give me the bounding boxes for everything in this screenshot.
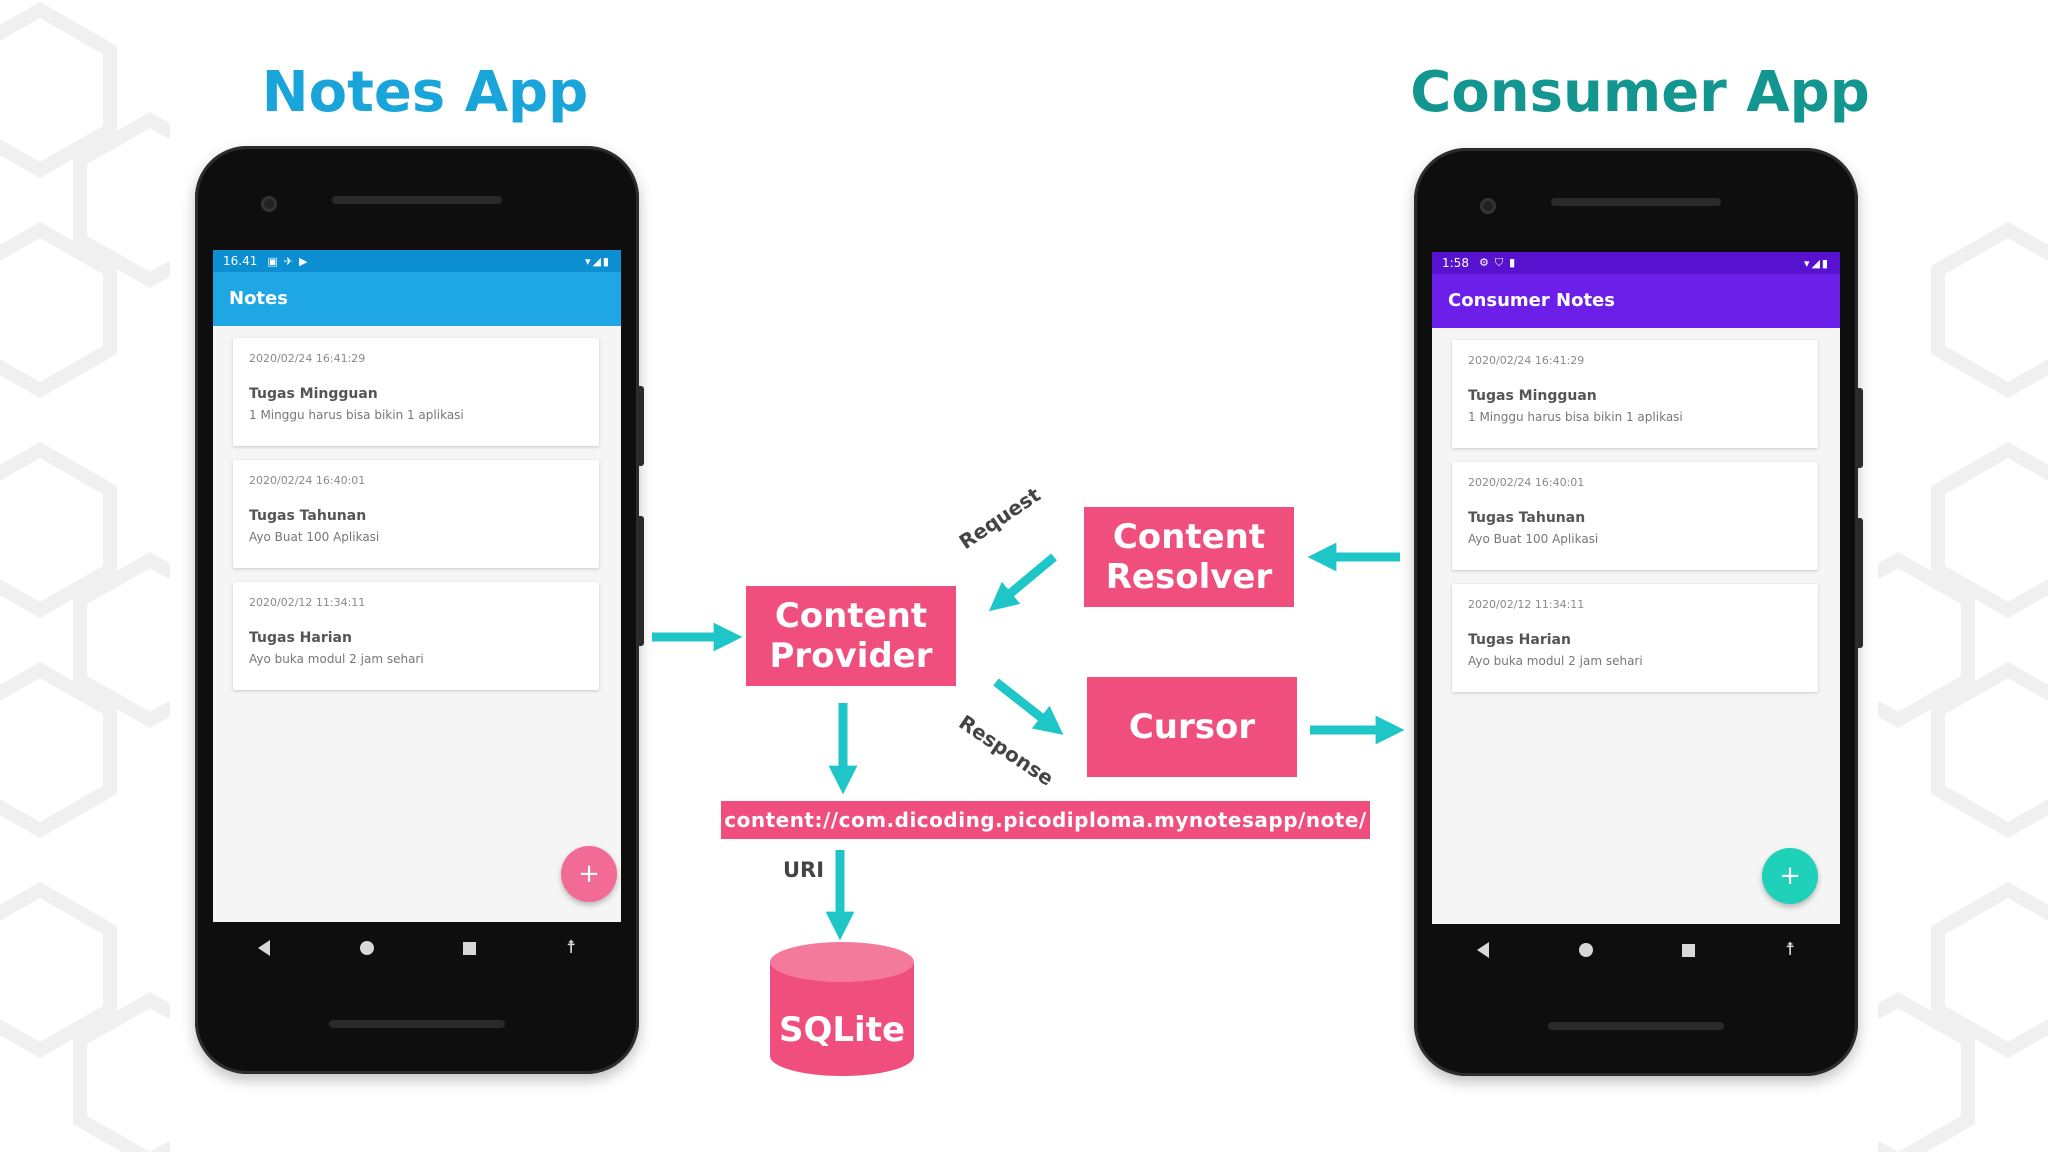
- note-title: Tugas Mingguan: [249, 386, 378, 402]
- back-icon[interactable]: [257, 940, 270, 956]
- recent-apps-icon[interactable]: [1682, 943, 1696, 957]
- note-description: Ayo Buat 100 Aplikasi: [1468, 532, 1599, 546]
- note-card[interactable]: 2020/02/24 16:41:29 Tugas Mingguan 1 Min…: [1452, 340, 1818, 448]
- note-date: 2020/02/24 16:40:01: [1468, 476, 1585, 489]
- note-card[interactable]: 2020/02/24 16:41:29 Tugas Mingguan 1 Min…: [233, 338, 599, 446]
- front-camera: [261, 196, 277, 212]
- bottom-speaker: [1548, 1022, 1724, 1030]
- status-time: 1:58: [1442, 256, 1469, 270]
- back-icon[interactable]: [1476, 942, 1489, 958]
- note-description: 1 Minggu harus bisa bikin 1 aplikasi: [249, 408, 464, 422]
- consumer-phone: 1:58 ⚙⛉▮ ▾◢▮ Consumer Notes 2020/02/24 1…: [1414, 148, 1863, 1076]
- note-card[interactable]: 2020/02/24 16:40:01 Tugas Tahunan Ayo Bu…: [233, 460, 599, 568]
- note-card[interactable]: 2020/02/24 16:40:01 Tugas Tahunan Ayo Bu…: [1452, 462, 1818, 570]
- accessibility-icon[interactable]: ☨: [1785, 939, 1796, 960]
- home-icon[interactable]: [359, 941, 374, 955]
- uri-box: content://com.dicoding.picodiploma.mynot…: [721, 801, 1370, 839]
- content-provider-label: Content Provider: [769, 596, 933, 676]
- signal-battery-icon: ▾◢▮: [1803, 256, 1830, 270]
- content-provider-box: Content Provider: [746, 586, 956, 686]
- content-resolver-box: Content Resolver: [1084, 507, 1294, 607]
- front-camera: [1480, 198, 1496, 214]
- note-list: 2020/02/24 16:41:29 Tugas Mingguan 1 Min…: [233, 338, 599, 704]
- note-description: Ayo Buat 100 Aplikasi: [249, 530, 380, 544]
- hexagon-pattern-left: [0, 1, 170, 1152]
- navigation-bar: ☨: [213, 922, 621, 974]
- note-title: Tugas Harian: [1468, 632, 1571, 648]
- consumer-app-title: Consumer App: [1410, 60, 1870, 125]
- navigation-bar: ☨: [1432, 924, 1840, 976]
- status-bar: 16.41 ▣✈▶ ▾◢▮: [213, 250, 621, 272]
- recent-apps-icon[interactable]: [463, 941, 477, 955]
- hexagon-pattern-right: [1878, 221, 2048, 1152]
- note-title: Tugas Mingguan: [1468, 388, 1597, 404]
- arrow-response: [993, 678, 1064, 735]
- earpiece-speaker: [332, 196, 502, 204]
- add-note-button[interactable]: +: [561, 846, 617, 902]
- note-date: 2020/02/24 16:41:29: [1468, 354, 1585, 367]
- notes-phone: 16.41 ▣✈▶ ▾◢▮ Notes 2020/02/24 16:41:29 …: [195, 146, 644, 1074]
- signal-battery-icon: ▾◢▮: [584, 254, 611, 268]
- content-resolver-label: Content Resolver: [1105, 517, 1273, 597]
- note-description: 1 Minggu harus bisa bikin 1 aplikasi: [1468, 410, 1683, 424]
- note-date: 2020/02/24 16:41:29: [249, 352, 366, 365]
- sqlite-label: SQLite: [778, 1010, 906, 1050]
- note-date: 2020/02/12 11:34:11: [1468, 598, 1585, 611]
- arrow-request: [988, 553, 1057, 612]
- uri-label: URI: [783, 858, 825, 882]
- request-label: Request: [954, 482, 1045, 554]
- note-card[interactable]: 2020/02/12 11:34:11 Tugas Harian Ayo buk…: [1452, 584, 1818, 692]
- volume-button: [1858, 518, 1863, 648]
- volume-button: [639, 516, 644, 646]
- uri-text: content://com.dicoding.picodiploma.mynot…: [724, 808, 1367, 832]
- cursor-box: Cursor: [1087, 677, 1297, 777]
- note-description: Ayo buka modul 2 jam sehari: [1468, 654, 1643, 668]
- consumer-screen: 1:58 ⚙⛉▮ ▾◢▮ Consumer Notes 2020/02/24 1…: [1432, 252, 1840, 924]
- note-title: Tugas Tahunan: [1468, 510, 1586, 526]
- note-card[interactable]: 2020/02/12 11:34:11 Tugas Harian Ayo buk…: [233, 582, 599, 690]
- notes-app-title: Notes App: [261, 60, 589, 125]
- home-icon[interactable]: [1578, 943, 1593, 957]
- app-bar: Notes: [213, 272, 621, 326]
- cursor-label: Cursor: [1128, 707, 1256, 747]
- earpiece-speaker: [1551, 198, 1721, 206]
- notes-screen: 16.41 ▣✈▶ ▾◢▮ Notes 2020/02/24 16:41:29 …: [213, 250, 621, 922]
- status-time: 16.41: [223, 254, 258, 268]
- app-bar-title: Notes: [229, 288, 288, 309]
- note-title: Tugas Harian: [249, 630, 352, 646]
- response-label: Response: [954, 710, 1059, 791]
- app-bar-title: Consumer Notes: [1448, 290, 1615, 311]
- add-note-button[interactable]: +: [1762, 848, 1818, 904]
- status-bar: 1:58 ⚙⛉▮ ▾◢▮: [1432, 252, 1840, 274]
- note-date: 2020/02/12 11:34:11: [249, 596, 366, 609]
- bottom-speaker: [329, 1020, 505, 1028]
- app-bar: Consumer Notes: [1432, 274, 1840, 328]
- power-button: [1858, 388, 1863, 468]
- notification-icons: ▣✈▶: [267, 254, 314, 268]
- power-button: [639, 386, 644, 466]
- database-icon: [770, 942, 914, 1076]
- note-date: 2020/02/24 16:40:01: [249, 474, 366, 487]
- note-title: Tugas Tahunan: [249, 508, 367, 524]
- note-description: Ayo buka modul 2 jam sehari: [249, 652, 424, 666]
- notification-icons: ⚙⛉▮: [1478, 256, 1522, 269]
- accessibility-icon[interactable]: ☨: [566, 937, 577, 958]
- note-list: 2020/02/24 16:41:29 Tugas Mingguan 1 Min…: [1452, 340, 1818, 706]
